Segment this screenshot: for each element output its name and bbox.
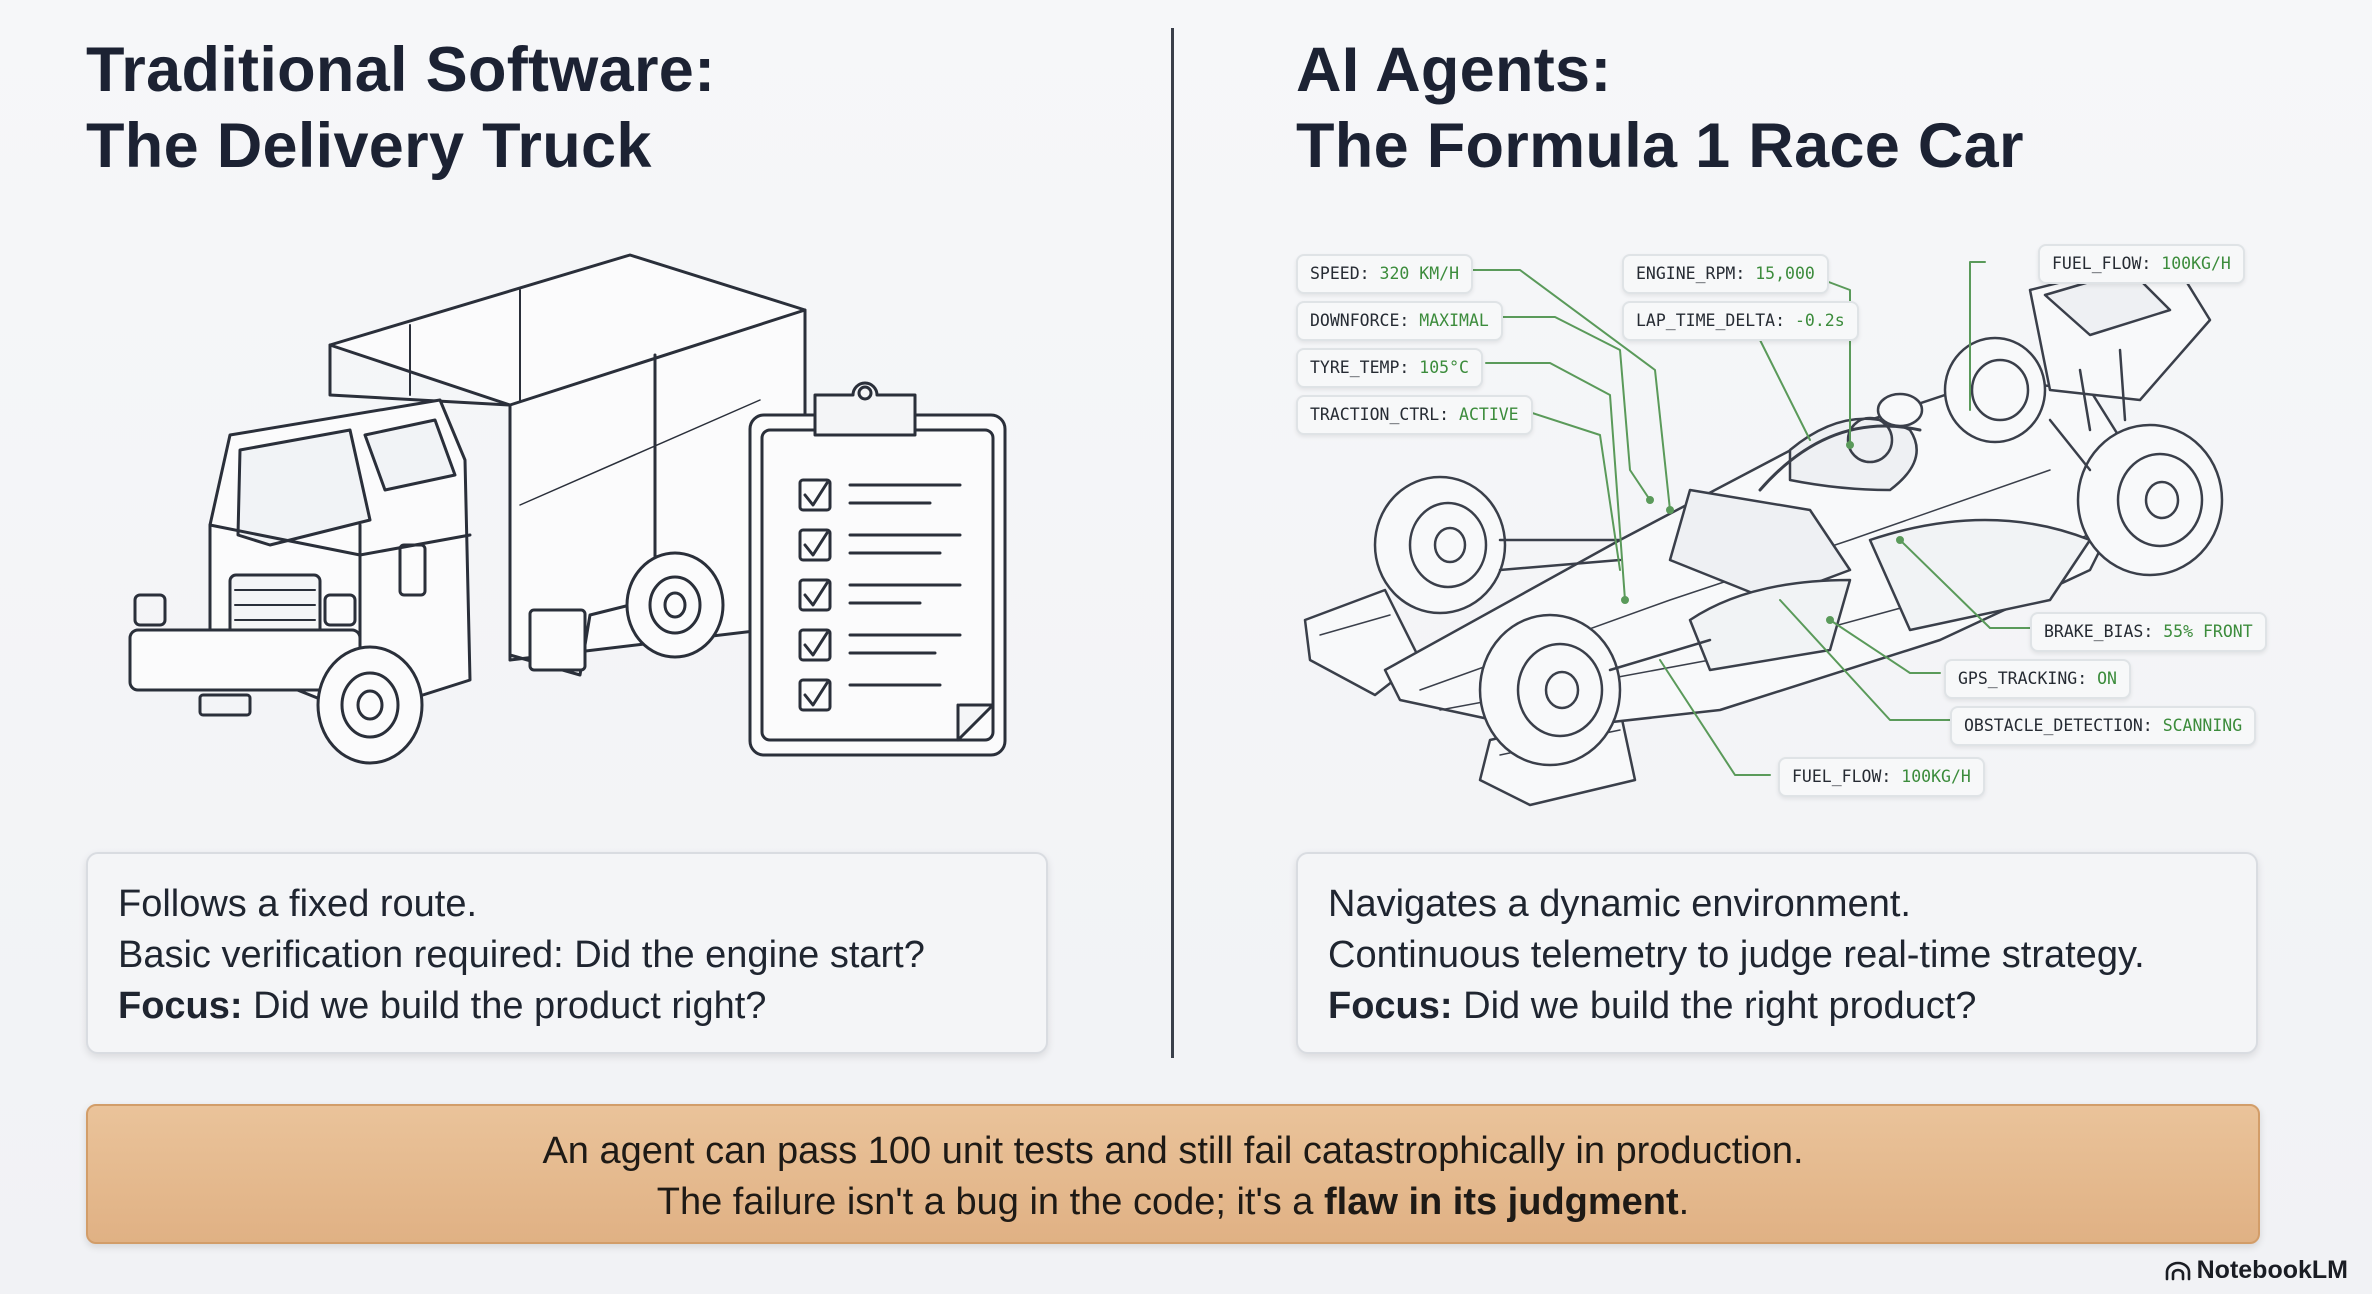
right-focus-line: Focus: Did we build the right product? (1328, 981, 2226, 1032)
right-heading: AI Agents: The Formula 1 Race Car (1296, 32, 2024, 184)
left-focus-line: Focus: Did we build the product right? (118, 981, 1016, 1032)
telemetry-key: BRAKE_BIAS: (2044, 622, 2154, 641)
brand-name: NotebookLM (2196, 1256, 2348, 1284)
right-description-box: Navigates a dynamic environment. Continu… (1296, 852, 2258, 1054)
notebooklm-logo-icon (2165, 1261, 2190, 1280)
telemetry-key: FUEL_FLOW: (1792, 767, 1892, 786)
telemetry-key: DOWNFORCE: (1310, 311, 1410, 330)
telemetry-leader-lines (1469, 261, 2031, 776)
vertical-divider (1171, 28, 1174, 1058)
telemetry-value: ON (2097, 669, 2117, 688)
telemetry-tag-obstacle-detection: OBSTACLE_DETECTION: SCANNING (1950, 706, 2257, 746)
left-title-line1: Traditional Software: (86, 35, 716, 105)
left-focus-label: Focus: (118, 985, 243, 1027)
telemetry-tag-fuel-flow-bottom: FUEL_FLOW: 100KG/H (1778, 757, 1985, 797)
left-title-line2: The Delivery Truck (86, 111, 652, 181)
telemetry-key: TYRE_TEMP: (1310, 358, 1410, 377)
telemetry-tag-fuel-flow-top: FUEL_FLOW: 100KG/H (2038, 244, 2245, 284)
truck-icon (128, 253, 807, 765)
right-title-line2: The Formula 1 Race Car (1296, 111, 2024, 181)
right-focus-text: Did we build the right product? (1452, 985, 1977, 1027)
race-car-illustration (1303, 253, 2224, 807)
key-insight-banner: An agent can pass 100 unit tests and sti… (86, 1104, 2260, 1244)
telemetry-value: 320 KM/H (1379, 264, 1460, 283)
left-focus-text: Did we build the product right? (242, 985, 767, 1027)
telemetry-tag-downforce: DOWNFORCE: MAXIMAL (1296, 301, 1503, 341)
right-box-line1: Navigates a dynamic environment. (1328, 883, 1911, 925)
telemetry-value: 100KG/H (1901, 767, 1971, 786)
left-box-line2: Basic verification required: Did the eng… (118, 934, 925, 976)
telemetry-key: LAP_TIME_DELTA: (1636, 311, 1786, 330)
banner-line1: An agent can pass 100 unit tests and sti… (542, 1130, 1804, 1172)
telemetry-tag-gps-tracking: GPS_TRACKING: ON (1944, 659, 2131, 699)
left-box-line1: Follows a fixed route. (118, 883, 478, 925)
telemetry-value: -0.2s (1794, 311, 1845, 330)
telemetry-tag-traction-ctrl: TRACTION_CTRL: ACTIVE (1296, 395, 1533, 435)
telemetry-value: 105°C (1419, 358, 1469, 377)
notebooklm-brand: NotebookLM (2165, 1256, 2348, 1285)
telemetry-tag-lap-time-delta: LAP_TIME_DELTA: -0.2s (1622, 301, 1859, 341)
telemetry-value: 55% FRONT (2163, 622, 2253, 641)
right-title-line1: AI Agents: (1296, 35, 1612, 105)
banner-line2-prefix: The failure isn't a bug in the code; it'… (656, 1181, 1324, 1223)
telemetry-key: SPEED: (1310, 264, 1370, 283)
formula-1-car-icon (1303, 253, 2224, 807)
left-heading: Traditional Software: The Delivery Truck (86, 32, 715, 184)
telemetry-key: OBSTACLE_DETECTION: (1964, 716, 2153, 735)
banner-line2-suffix: . (1678, 1181, 1690, 1223)
clipboard-checklist-icon (748, 381, 1007, 757)
telemetry-key: TRACTION_CTRL: (1310, 405, 1450, 424)
telemetry-key: GPS_TRACKING: (1958, 669, 2088, 688)
right-focus-label: Focus: (1328, 985, 1453, 1027)
telemetry-value: 15,000 (1755, 264, 1815, 283)
telemetry-value: MAXIMAL (1419, 311, 1489, 330)
left-description-box: Follows a fixed route. Basic verificatio… (86, 852, 1048, 1054)
delivery-truck-illustration (128, 253, 1007, 765)
telemetry-key: FUEL_FLOW: (2052, 254, 2152, 273)
telemetry-value: SCANNING (2162, 716, 2243, 735)
telemetry-key: ENGINE_RPM: (1636, 264, 1746, 283)
right-box-line2: Continuous telemetry to judge real-time … (1328, 934, 2145, 976)
telemetry-value: 100KG/H (2161, 254, 2231, 273)
telemetry-tag-tyre-temp: TYRE_TEMP: 105°C (1296, 348, 1483, 388)
banner-line2-bold: flaw in its judgment (1323, 1181, 1679, 1223)
banner-line2: The failure isn't a bug in the code; it'… (88, 1177, 2258, 1228)
telemetry-tag-engine-rpm: ENGINE_RPM: 15,000 (1622, 254, 1829, 294)
telemetry-value: ACTIVE (1459, 405, 1519, 424)
telemetry-tag-speed: SPEED: 320 KM/H (1296, 254, 1474, 294)
telemetry-tag-brake-bias: BRAKE_BIAS: 55% FRONT (2030, 612, 2267, 652)
